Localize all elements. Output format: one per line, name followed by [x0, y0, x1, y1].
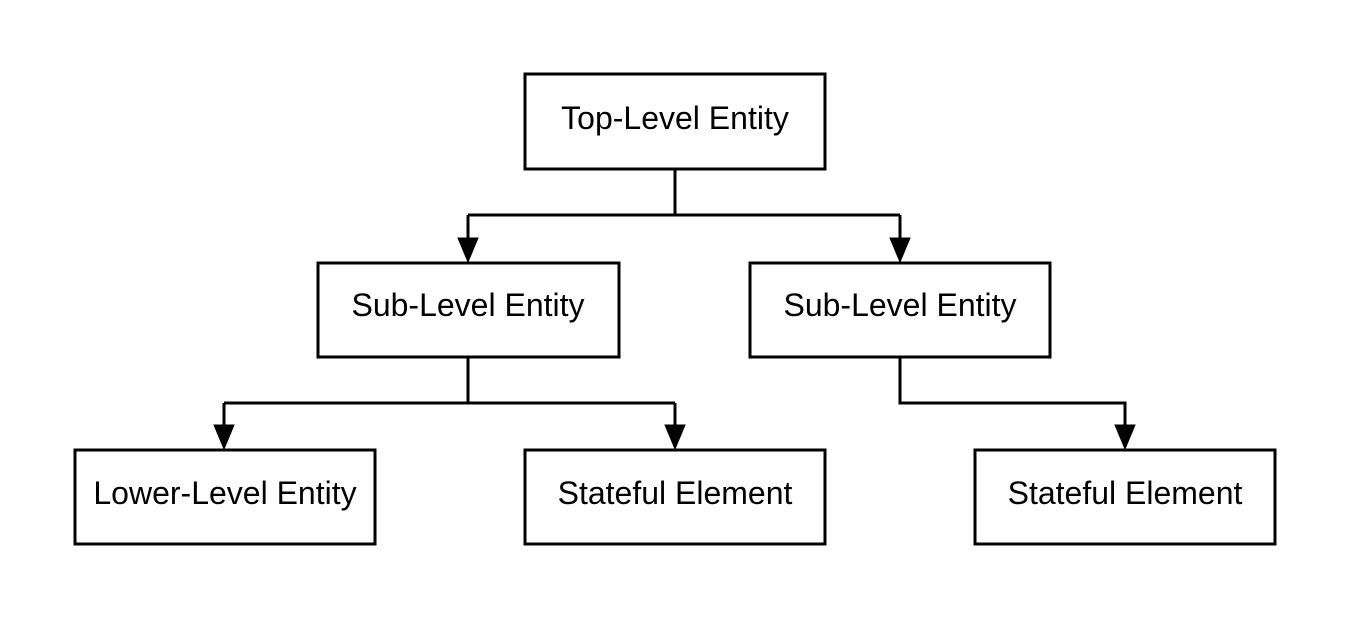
connector-group-sub-left	[213, 357, 686, 451]
node-label: Lower-Level Entity	[93, 475, 356, 511]
node-box	[316, 261, 621, 359]
node-sub-level-entity-right: Sub-Level Entity	[748, 261, 1052, 359]
node-label: Sub-Level Entity	[351, 287, 584, 323]
node-label: Sub-Level Entity	[783, 287, 1016, 323]
node-box	[523, 72, 827, 171]
node-label: Stateful Element	[558, 475, 793, 511]
arrowhead-sub-right	[889, 237, 911, 264]
node-sub-level-entity-left: Sub-Level Entity	[316, 261, 621, 359]
node-lower-level-entity: Lower-Level Entity	[73, 448, 377, 546]
node-stateful-element-middle: Stateful Element	[523, 448, 827, 546]
connector-group-top	[457, 169, 911, 264]
arrowhead-sub-left	[457, 237, 479, 264]
node-top-level-entity: Top-Level Entity	[523, 72, 827, 171]
arrowhead-lower-left	[213, 424, 235, 451]
connector-sub-right-to-stateful-right	[898, 357, 1127, 427]
node-box	[73, 448, 377, 546]
node-label: Top-Level Entity	[561, 100, 789, 136]
node-label: Stateful Element	[1008, 475, 1243, 511]
node-box	[523, 448, 827, 546]
node-stateful-element-right: Stateful Element	[973, 448, 1277, 546]
connector-group-sub-right	[898, 357, 1136, 451]
arrowhead-stateful-middle	[664, 424, 686, 451]
arrowhead-stateful-right	[1114, 424, 1136, 451]
node-box	[748, 261, 1052, 359]
node-box	[973, 448, 1277, 546]
